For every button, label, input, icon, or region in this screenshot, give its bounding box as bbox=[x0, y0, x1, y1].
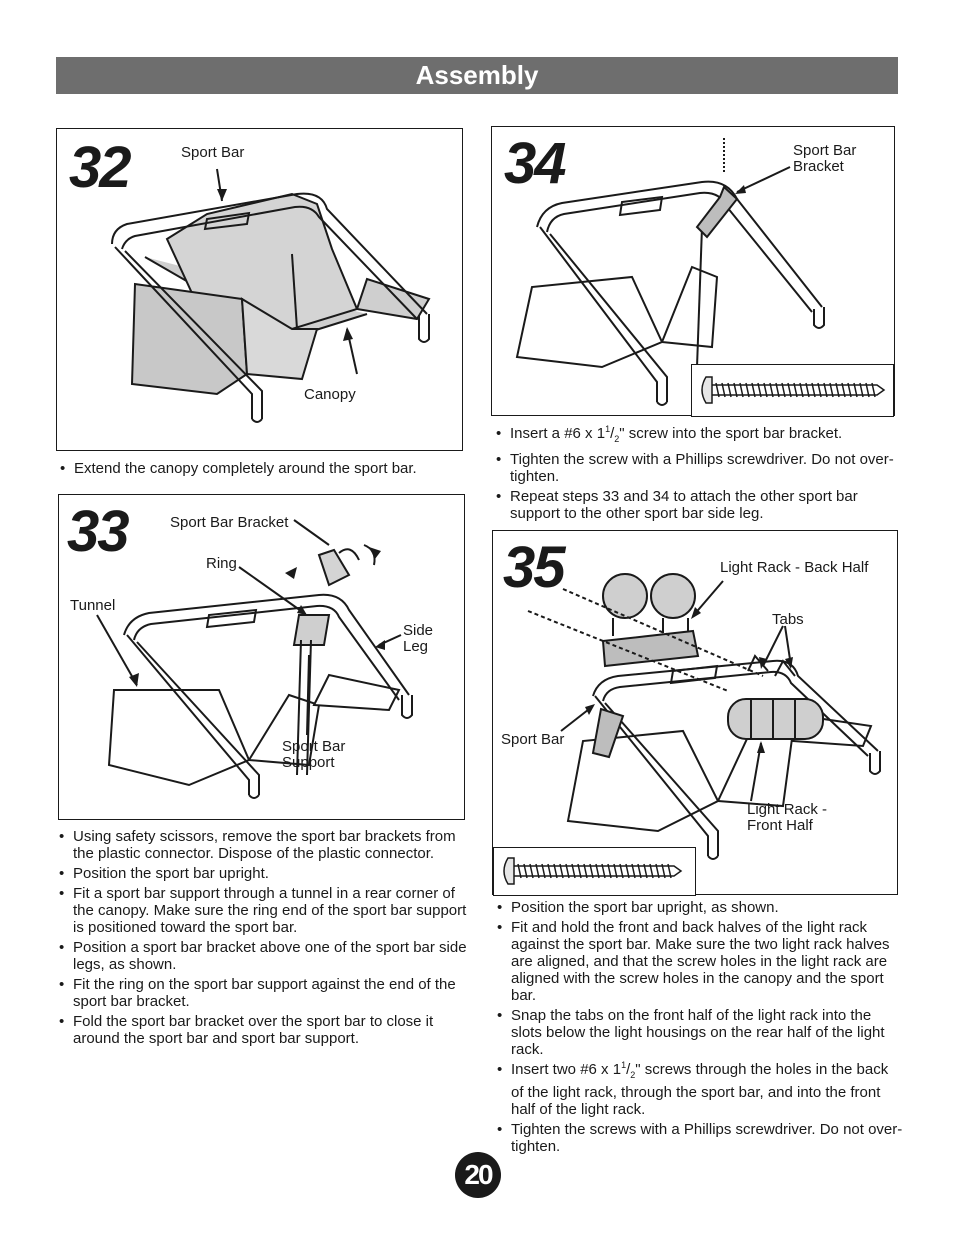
step-35-callout-light-rack-front-half: Light Rack - Front Half bbox=[747, 802, 827, 834]
step-34-callout-sport-bar-bracket-line2: Bracket bbox=[793, 158, 844, 175]
list-item: Fold the sport bar bracket over the spor… bbox=[57, 1013, 469, 1047]
step-34-callout-sport-bar-bracket-line1: Sport Bar bbox=[793, 142, 857, 159]
step-33-callout-sport-bar-support-line1: Sport Bar bbox=[282, 738, 346, 755]
step-33-illustration bbox=[96, 519, 413, 799]
step-34-instruction-1-end: " screw into the sport bar bracket. bbox=[619, 425, 843, 442]
step-35-callout-light-rack-back-half: Light Rack - Back Half bbox=[720, 559, 869, 576]
step-35-callout-light-rack-front-half-line1: Light Rack - bbox=[747, 801, 828, 818]
step-35-instructions: Position the sport bar upright, as shown… bbox=[495, 899, 903, 1158]
step-34-illustration bbox=[515, 137, 825, 406]
list-item: Position the sport bar upright. bbox=[57, 865, 469, 882]
step-35-box: 35 bbox=[492, 530, 898, 896]
screw-icon bbox=[701, 376, 886, 404]
step-33-callout-sport-bar-bracket: Sport Bar Bracket bbox=[170, 514, 289, 531]
list-item: Insert two #6 x 11/2" screws through the… bbox=[495, 1060, 903, 1119]
step-34-callout-sport-bar-bracket: Sport Bar Bracket bbox=[793, 143, 856, 175]
list-item: Using safety scissors, remove the sport … bbox=[57, 828, 469, 862]
step-32-instructions: Extend the canopy completely around the … bbox=[58, 460, 468, 480]
list-item: Snap the tabs on the front half of the l… bbox=[495, 1007, 903, 1058]
list-item: Insert a #6 x 11/2" screw into the sport… bbox=[494, 425, 894, 448]
step-33-callout-ring: Ring bbox=[206, 555, 237, 572]
list-item: Extend the canopy completely around the … bbox=[58, 460, 468, 477]
step-33-callout-side-leg-line2: Leg bbox=[403, 638, 429, 655]
list-item: Fit and hold the front and back halves o… bbox=[495, 919, 903, 1004]
step-35-illustration bbox=[527, 573, 881, 860]
step-35-callout-tabs: Tabs bbox=[772, 611, 804, 628]
screw-icon bbox=[503, 857, 683, 885]
step-33-number: 33 bbox=[67, 499, 129, 564]
list-item: Position the sport bar upright, as shown… bbox=[495, 899, 903, 916]
list-item: Repeat steps 33 and 34 to attach the oth… bbox=[494, 488, 894, 522]
step-32-number: 32 bbox=[69, 135, 131, 200]
step-34-screw-inset bbox=[691, 364, 894, 417]
step-34-box: 34 Sport Bar Bracket bbox=[491, 126, 895, 417]
fraction-numerator: 1 bbox=[621, 1060, 627, 1070]
page-number-badge: 20 bbox=[455, 1152, 501, 1198]
list-item: Fit the ring on the sport bar support ag… bbox=[57, 976, 469, 1010]
list-item: Tighten the screws with a Phillips screw… bbox=[495, 1121, 903, 1155]
step-35-screw-inset bbox=[493, 847, 696, 896]
step-34-number: 34 bbox=[504, 131, 566, 196]
list-item: Position a sport bar bracket above one o… bbox=[57, 939, 469, 973]
list-item: Fit a sport bar support through a tunnel… bbox=[57, 885, 469, 936]
step-35-number: 35 bbox=[503, 535, 565, 600]
step-33-callout-sport-bar-support-line2: Support bbox=[282, 754, 335, 771]
step-32-callout-canopy: Canopy bbox=[304, 386, 356, 403]
step-33-callout-side-leg-line1: Side bbox=[403, 622, 434, 639]
step-33-callout-side-leg: Side Leg bbox=[403, 623, 433, 655]
step-35-instruction-4-end: " screws through the holes in the back o… bbox=[511, 1061, 889, 1118]
step-34-instructions: Insert a #6 x 11/2" screw into the sport… bbox=[494, 425, 894, 525]
fraction-slash: / bbox=[610, 425, 615, 442]
step-35-callout-sport-bar: Sport Bar bbox=[501, 731, 565, 748]
step-32-illustration bbox=[111, 168, 431, 423]
step-33-callout-tunnel: Tunnel bbox=[70, 597, 116, 614]
fraction-denominator: 2 bbox=[630, 1070, 636, 1080]
fraction-slash: / bbox=[626, 1061, 631, 1078]
fraction-numerator: 1 bbox=[605, 424, 611, 434]
step-35-instruction-4-start: Insert two #6 x 1 bbox=[511, 1061, 622, 1078]
step-34-instruction-1-start: Insert a #6 x 1 bbox=[510, 425, 606, 442]
step-33-instructions: Using safety scissors, remove the sport … bbox=[57, 828, 469, 1050]
section-title: Assembly bbox=[415, 60, 539, 90]
list-item: Tighten the screw with a Phillips screwd… bbox=[494, 451, 894, 485]
step-33-callout-sport-bar-support: Sport Bar Support bbox=[282, 739, 345, 771]
page-number: 20 bbox=[464, 1159, 493, 1190]
step-33-box: 33 Sport B bbox=[58, 494, 465, 820]
step-32-callout-sport-bar: Sport Bar bbox=[181, 144, 245, 161]
step-32-box: 32 Sport Bar Canopy bbox=[56, 128, 463, 451]
fraction-denominator: 2 bbox=[614, 434, 620, 444]
step-35-callout-light-rack-front-half-line2: Front Half bbox=[747, 817, 813, 834]
section-header: Assembly bbox=[56, 57, 898, 94]
